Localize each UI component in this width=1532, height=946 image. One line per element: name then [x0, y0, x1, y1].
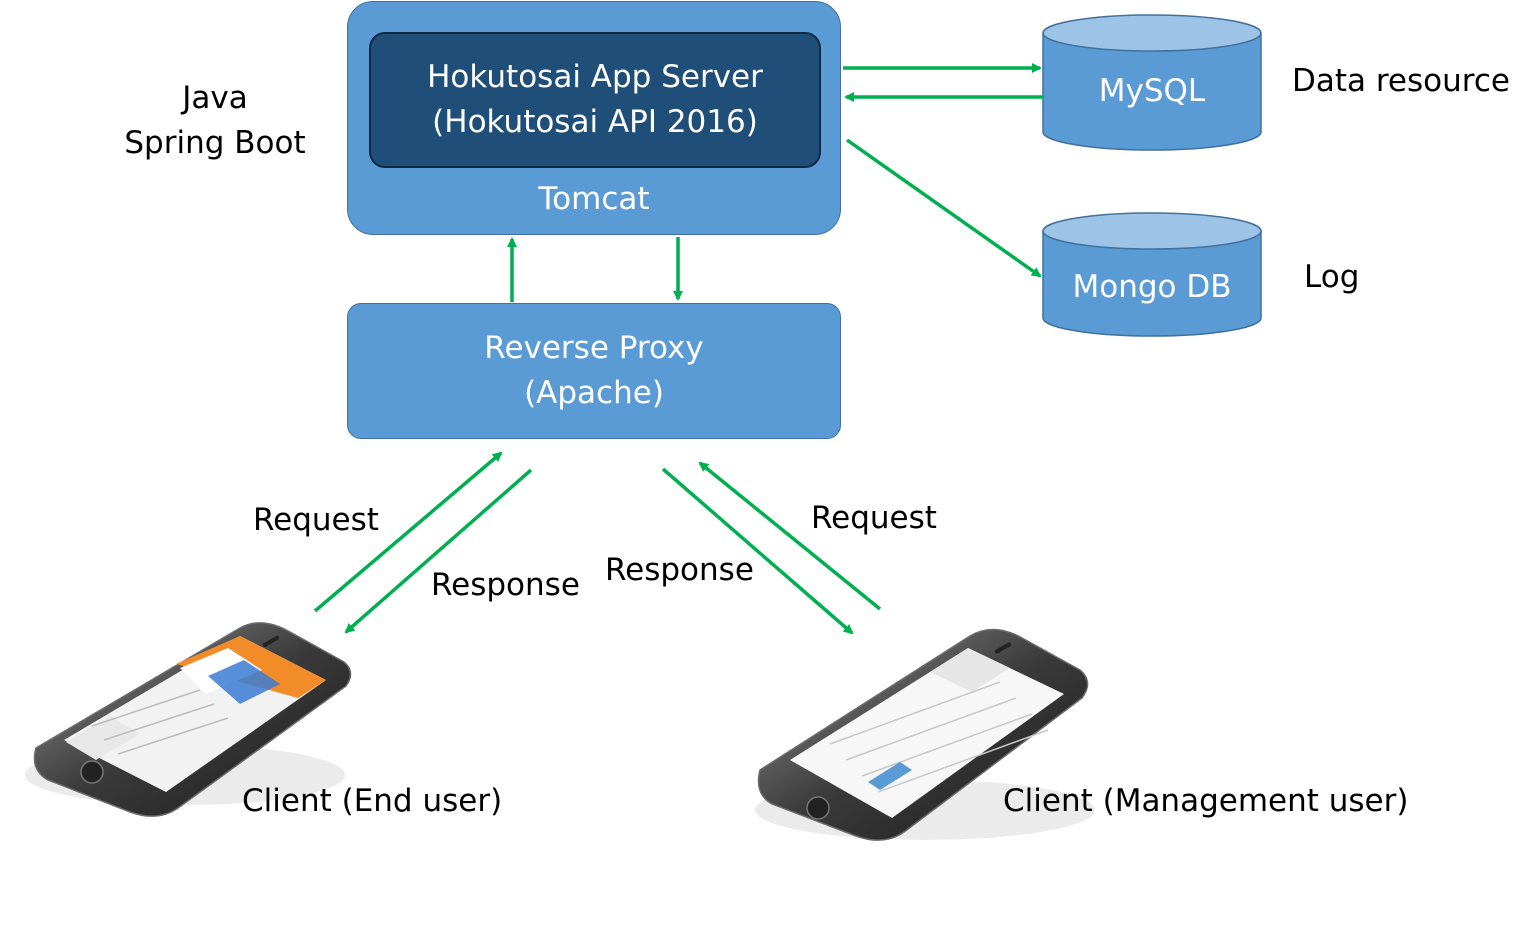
- reverse-proxy-box: Reverse Proxy (Apache): [347, 303, 841, 439]
- proxy-name: Reverse Proxy: [484, 330, 704, 366]
- arrow-manager-request: [698, 461, 882, 611]
- framework-name: Spring Boot: [124, 125, 306, 161]
- arrow-manager-response: [661, 467, 854, 635]
- manager-client-label: Client (Management user): [1003, 783, 1409, 819]
- enduser-phone: [25, 622, 352, 817]
- enduser-request-label: Request: [253, 502, 379, 538]
- tomcat-label: Tomcat: [538, 181, 650, 217]
- manager-response-label: Response: [605, 552, 754, 588]
- mongodb-cylinder: [1042, 212, 1262, 337]
- arrow-enduser-request: [313, 451, 503, 613]
- framework-label: Java Spring Boot: [120, 76, 310, 166]
- arrow-server-to-mongodb: [845, 138, 1042, 278]
- manager-phone: [755, 628, 1095, 841]
- app-server-api: (Hokutosai API 2016): [432, 104, 758, 140]
- proxy-server: (Apache): [524, 375, 664, 411]
- enduser-response-label: Response: [431, 567, 580, 603]
- framework-language: Java: [182, 80, 248, 116]
- app-server-name: Hokutosai App Server: [427, 59, 763, 95]
- app-server-box: Hokutosai App Server (Hokutosai API 2016…: [369, 32, 821, 168]
- arrow-enduser-response: [344, 468, 533, 634]
- mongodb-label: Mongo DB: [1072, 269, 1232, 305]
- mysql-role-label: Data resource: [1292, 63, 1510, 99]
- mysql-cylinder: [1042, 14, 1262, 151]
- mongodb-role-label: Log: [1304, 259, 1360, 295]
- manager-request-label: Request: [811, 500, 937, 536]
- enduser-client-label: Client (End user): [242, 783, 503, 819]
- mysql-label: MySQL: [1098, 73, 1206, 109]
